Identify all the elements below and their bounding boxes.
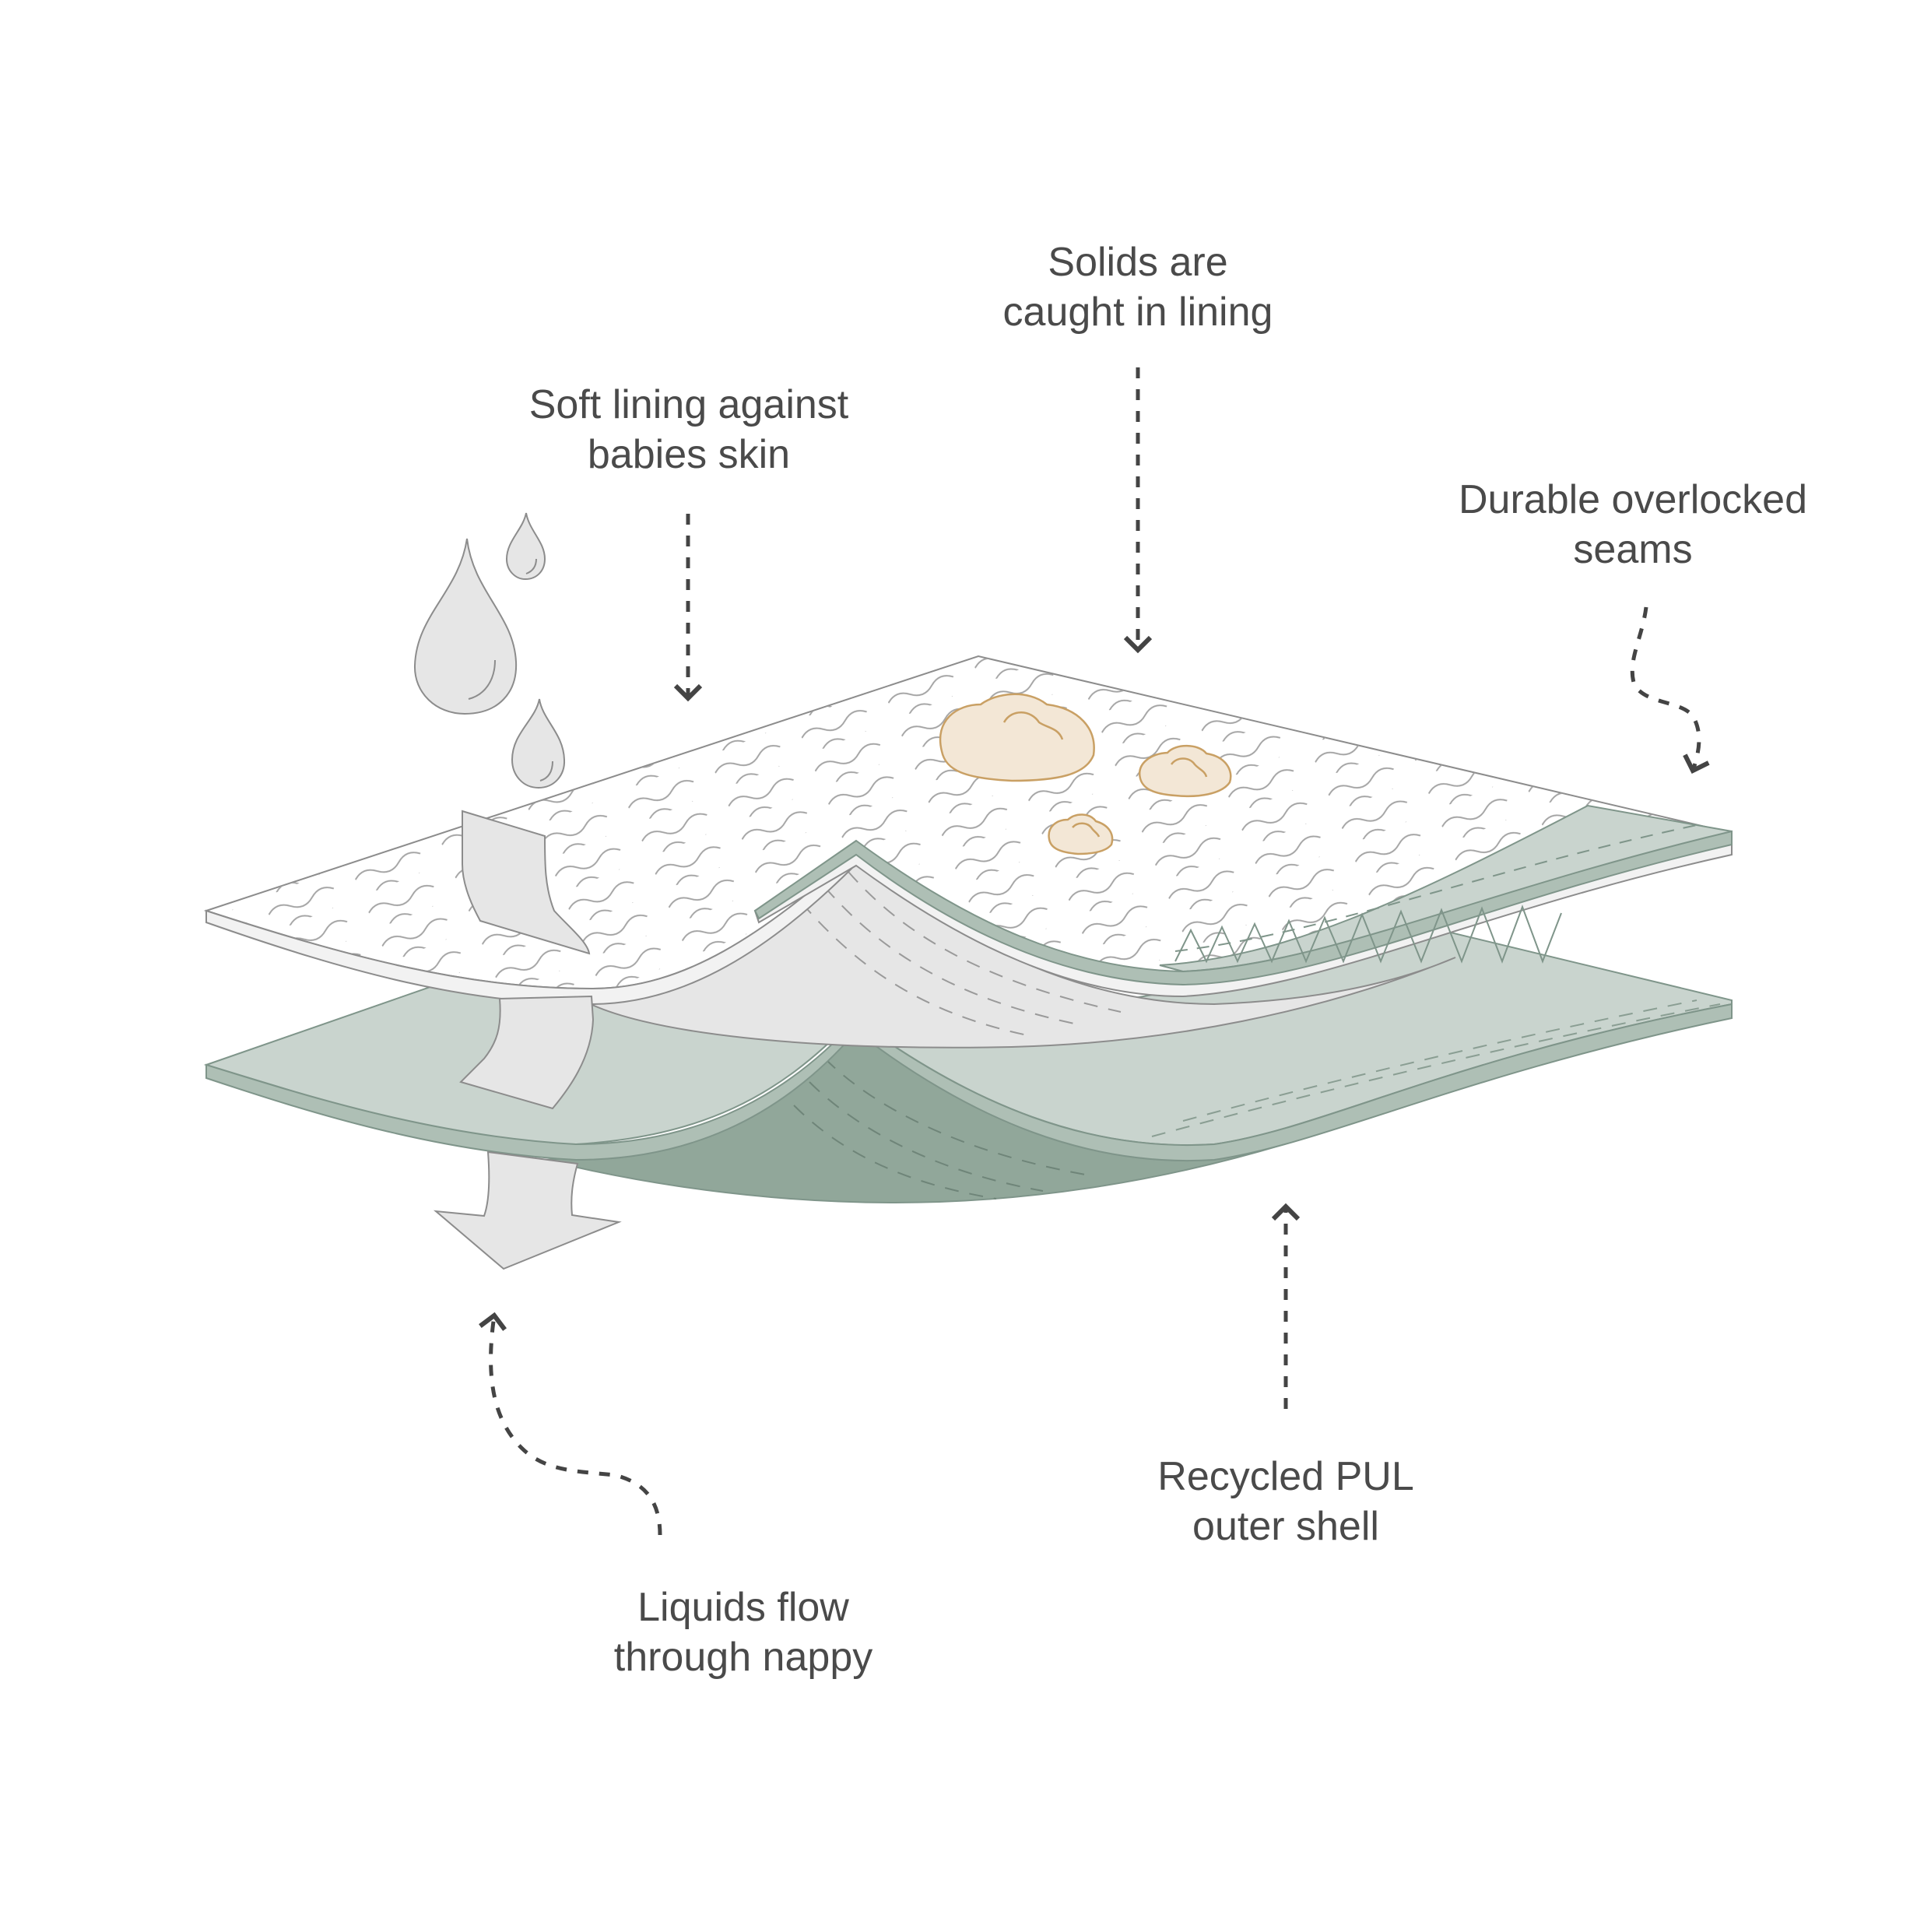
- shell-label: Recycled PUL outer shell: [1157, 1452, 1413, 1551]
- liquid-flow-ribbon: [462, 810, 591, 955]
- small-droplet-bottom: [511, 698, 566, 789]
- seams-label: Durable overlocked seams: [1459, 475, 1807, 574]
- seams-leader-arrow: [1630, 606, 1710, 775]
- small-solid: [1048, 813, 1114, 855]
- leader-lines: [479, 367, 1710, 1536]
- solids-label: Solids are caught in lining: [1003, 237, 1273, 337]
- liquid-flow-arrow: [433, 1150, 622, 1270]
- small-droplet-top: [505, 512, 546, 581]
- lining-label-line2: babies skin: [587, 432, 791, 477]
- shell-label-line2: outer shell: [1192, 1504, 1379, 1549]
- liquids-label-line2: through nappy: [613, 1635, 873, 1680]
- large-solid: [939, 693, 1095, 782]
- lining-label: Soft lining against babies skin: [529, 380, 849, 479]
- liquids-label: Liquids flow through nappy: [614, 1582, 873, 1682]
- liquids-leader-arrow: [479, 1312, 662, 1536]
- large-droplet: [413, 538, 518, 715]
- overlocked-seam: [753, 804, 1733, 998]
- liquids-label-line1: Liquids flow: [637, 1585, 849, 1630]
- lining-label-line1: Soft lining against: [528, 382, 849, 427]
- liquid-flow: [433, 810, 622, 1270]
- medium-solid: [1139, 744, 1232, 798]
- solids-label-line1: Solids are: [1048, 240, 1228, 285]
- solids: [939, 693, 1232, 855]
- droplets: [413, 512, 566, 789]
- soft-lining: [203, 655, 1733, 1006]
- seams-label-line2: seams: [1573, 527, 1693, 572]
- solids-label-line2: caught in lining: [1002, 290, 1273, 335]
- shell-label-line1: Recycled PUL: [1157, 1454, 1414, 1499]
- seams-label-line1: Durable overlocked: [1458, 477, 1808, 522]
